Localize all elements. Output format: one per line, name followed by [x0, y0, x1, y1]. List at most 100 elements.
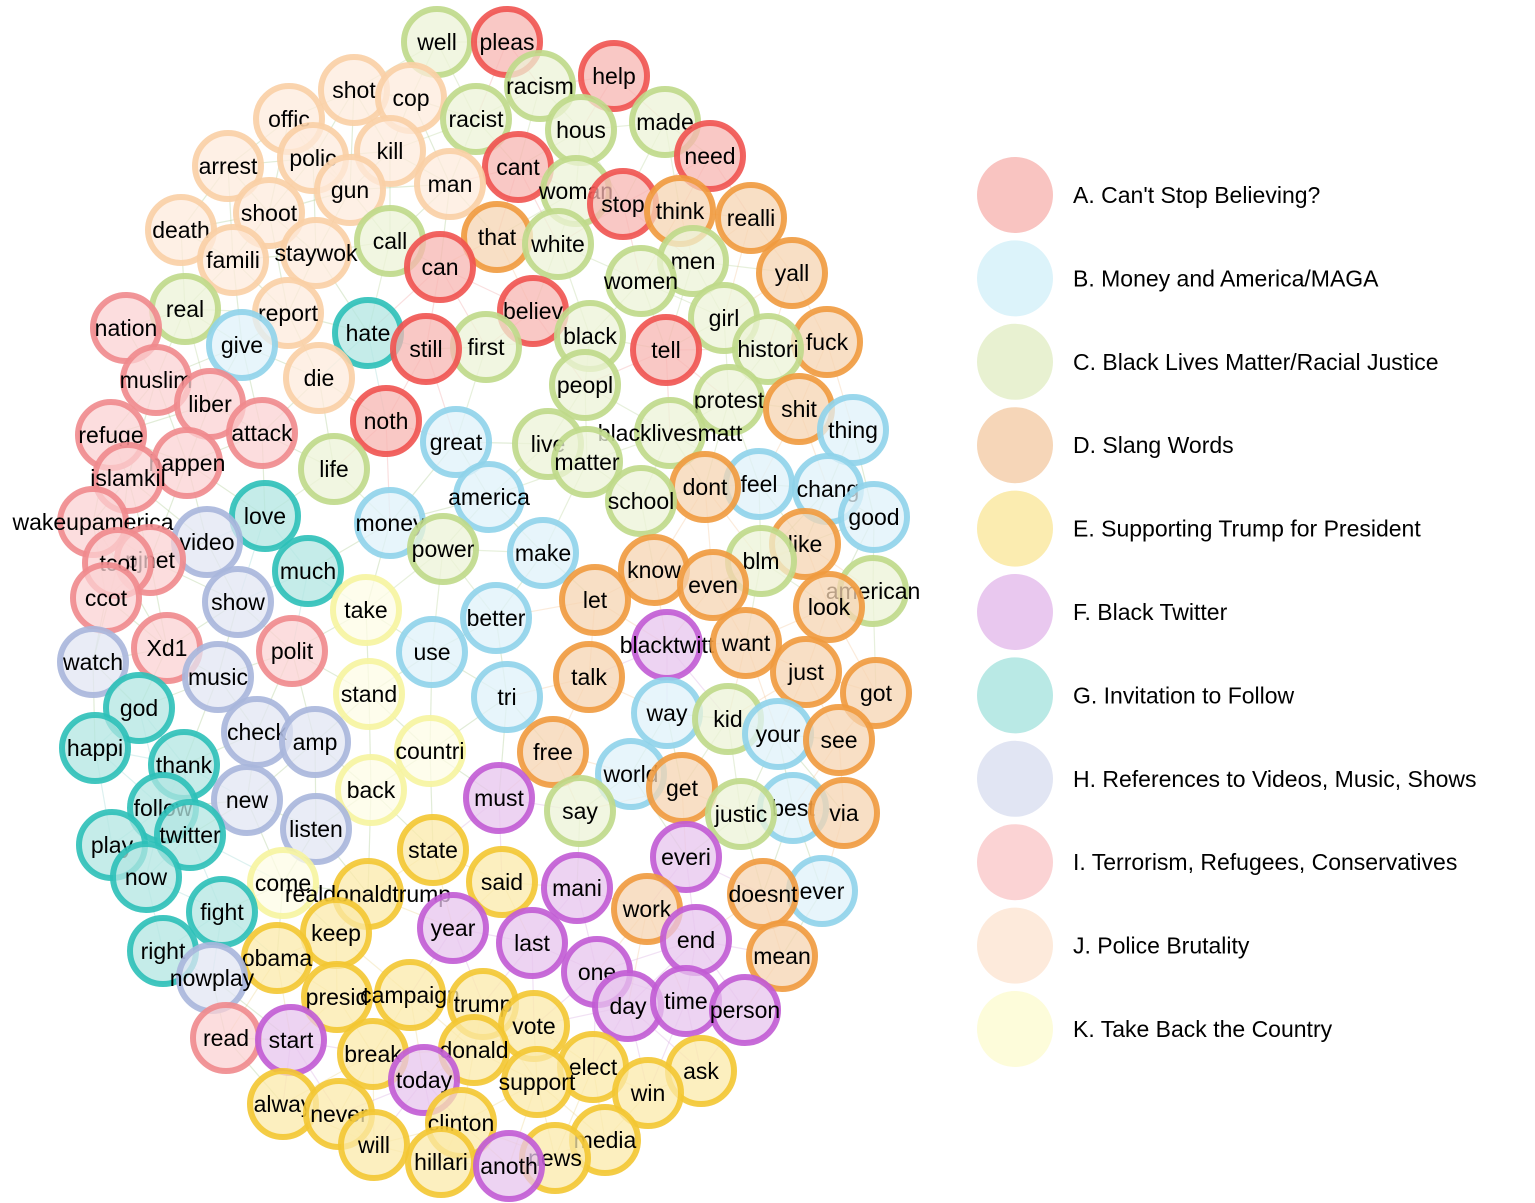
node-last: last — [496, 907, 568, 979]
node-label: attack — [231, 420, 293, 446]
legend-swatch — [977, 157, 1053, 233]
node-circle — [630, 314, 702, 386]
node-label: god — [120, 695, 158, 721]
node-famili: famili — [197, 224, 269, 296]
node-amp: amp — [279, 706, 351, 778]
node-give: give — [206, 309, 278, 381]
legend-item-g: G. Invitation to Follow — [977, 657, 1295, 734]
node-circle — [504, 50, 576, 122]
node-music: music — [182, 641, 254, 713]
legend-swatch — [977, 323, 1053, 400]
node-said: said — [466, 846, 538, 918]
node-circle — [407, 513, 479, 585]
node-circle — [226, 397, 298, 469]
node-anoth: anoth — [473, 1130, 545, 1202]
node-label: music — [188, 664, 248, 690]
node-label: shot — [332, 77, 376, 103]
node-label: white — [530, 231, 585, 257]
node-know: know — [618, 534, 690, 606]
node-campaign: campaign — [360, 959, 460, 1031]
node-ccot: ccot — [70, 562, 142, 634]
legend-swatch — [977, 824, 1053, 901]
node-label: kid — [713, 706, 742, 732]
node-state: state — [397, 814, 469, 886]
node-label: islamkil — [90, 465, 165, 491]
node-year: year — [417, 892, 489, 964]
node-cop: cop — [375, 62, 447, 134]
node-label: state — [408, 837, 458, 863]
node-label: racism — [506, 73, 574, 99]
node-new: new — [211, 764, 283, 836]
legend-item-f: F. Black Twitter — [977, 574, 1228, 650]
node-label: cant — [496, 154, 540, 180]
node-circle — [466, 846, 538, 918]
node-label: mani — [552, 875, 602, 901]
node-circle — [314, 154, 386, 226]
node-circle — [192, 130, 264, 202]
node-label: keep — [311, 920, 361, 946]
node-help: help — [578, 40, 650, 112]
node-label: person — [710, 997, 780, 1023]
node-label: power — [412, 536, 475, 562]
node-circle — [241, 922, 313, 994]
node-tell: tell — [630, 314, 702, 386]
node-label: time — [664, 988, 707, 1014]
node-talk: talk — [553, 641, 625, 713]
node-label: made — [636, 109, 694, 135]
node-shit: shit — [763, 373, 835, 445]
node-histori: histori — [732, 313, 804, 385]
node-blacklivesmatt: blacklivesmatt — [598, 397, 743, 469]
node-label: got — [860, 680, 893, 706]
legend-label: J. Police Brutality — [1073, 933, 1250, 959]
node-label: histori — [737, 336, 798, 362]
node-label: shoot — [241, 200, 298, 226]
node-label: via — [829, 800, 859, 826]
node-circle — [808, 777, 880, 849]
node-label: said — [481, 869, 523, 895]
node-blacktwitt: blacktwitt — [620, 609, 715, 681]
node-look: look — [793, 571, 865, 643]
legend-label: C. Black Lives Matter/Racial Justice — [1073, 349, 1439, 375]
node-label: will — [357, 1132, 390, 1158]
node-let: let — [559, 564, 631, 636]
node-label: today — [396, 1067, 453, 1093]
node-label: now — [125, 864, 168, 890]
node-circle — [677, 549, 749, 621]
node-circle — [350, 385, 422, 457]
legend-item-d: D. Slang Words — [977, 407, 1234, 484]
node-label: watch — [62, 649, 123, 675]
node-label: death — [152, 217, 210, 243]
node-label: nation — [95, 315, 158, 341]
node-label: vote — [512, 1013, 555, 1039]
node-back: back — [335, 754, 407, 826]
node-circle — [559, 564, 631, 636]
node-circle — [646, 752, 718, 824]
node-circle — [612, 1057, 684, 1129]
node-polit: polit — [256, 615, 328, 687]
node-better: better — [460, 582, 532, 654]
node-happi: happi — [59, 712, 131, 784]
node-hous: hous — [545, 94, 617, 166]
node-circle — [756, 237, 828, 309]
node-fight: fight — [186, 876, 258, 948]
node-now: now — [110, 841, 182, 913]
node-label: racist — [449, 106, 505, 132]
node-circle — [838, 481, 910, 553]
node-matter: matter — [551, 426, 623, 498]
node-label: noth — [364, 408, 409, 434]
node-circle — [803, 704, 875, 776]
node-label: new — [226, 787, 269, 813]
node-label: ever — [800, 878, 845, 904]
node-label: blm — [742, 548, 779, 574]
node-protest: protest — [693, 364, 765, 436]
node-circle — [233, 177, 305, 249]
node-label: fight — [200, 899, 244, 925]
legend-item-c: C. Black Lives Matter/Racial Justice — [977, 323, 1439, 400]
node-label: anoth — [480, 1153, 538, 1179]
node-got: got — [840, 657, 912, 729]
node-label: right — [141, 938, 186, 964]
node-label: Xd1 — [147, 635, 188, 661]
node-label: arrest — [199, 153, 258, 179]
legend-item-b: B. Money and America/MAGA — [977, 240, 1379, 317]
node-label: matter — [554, 449, 620, 475]
